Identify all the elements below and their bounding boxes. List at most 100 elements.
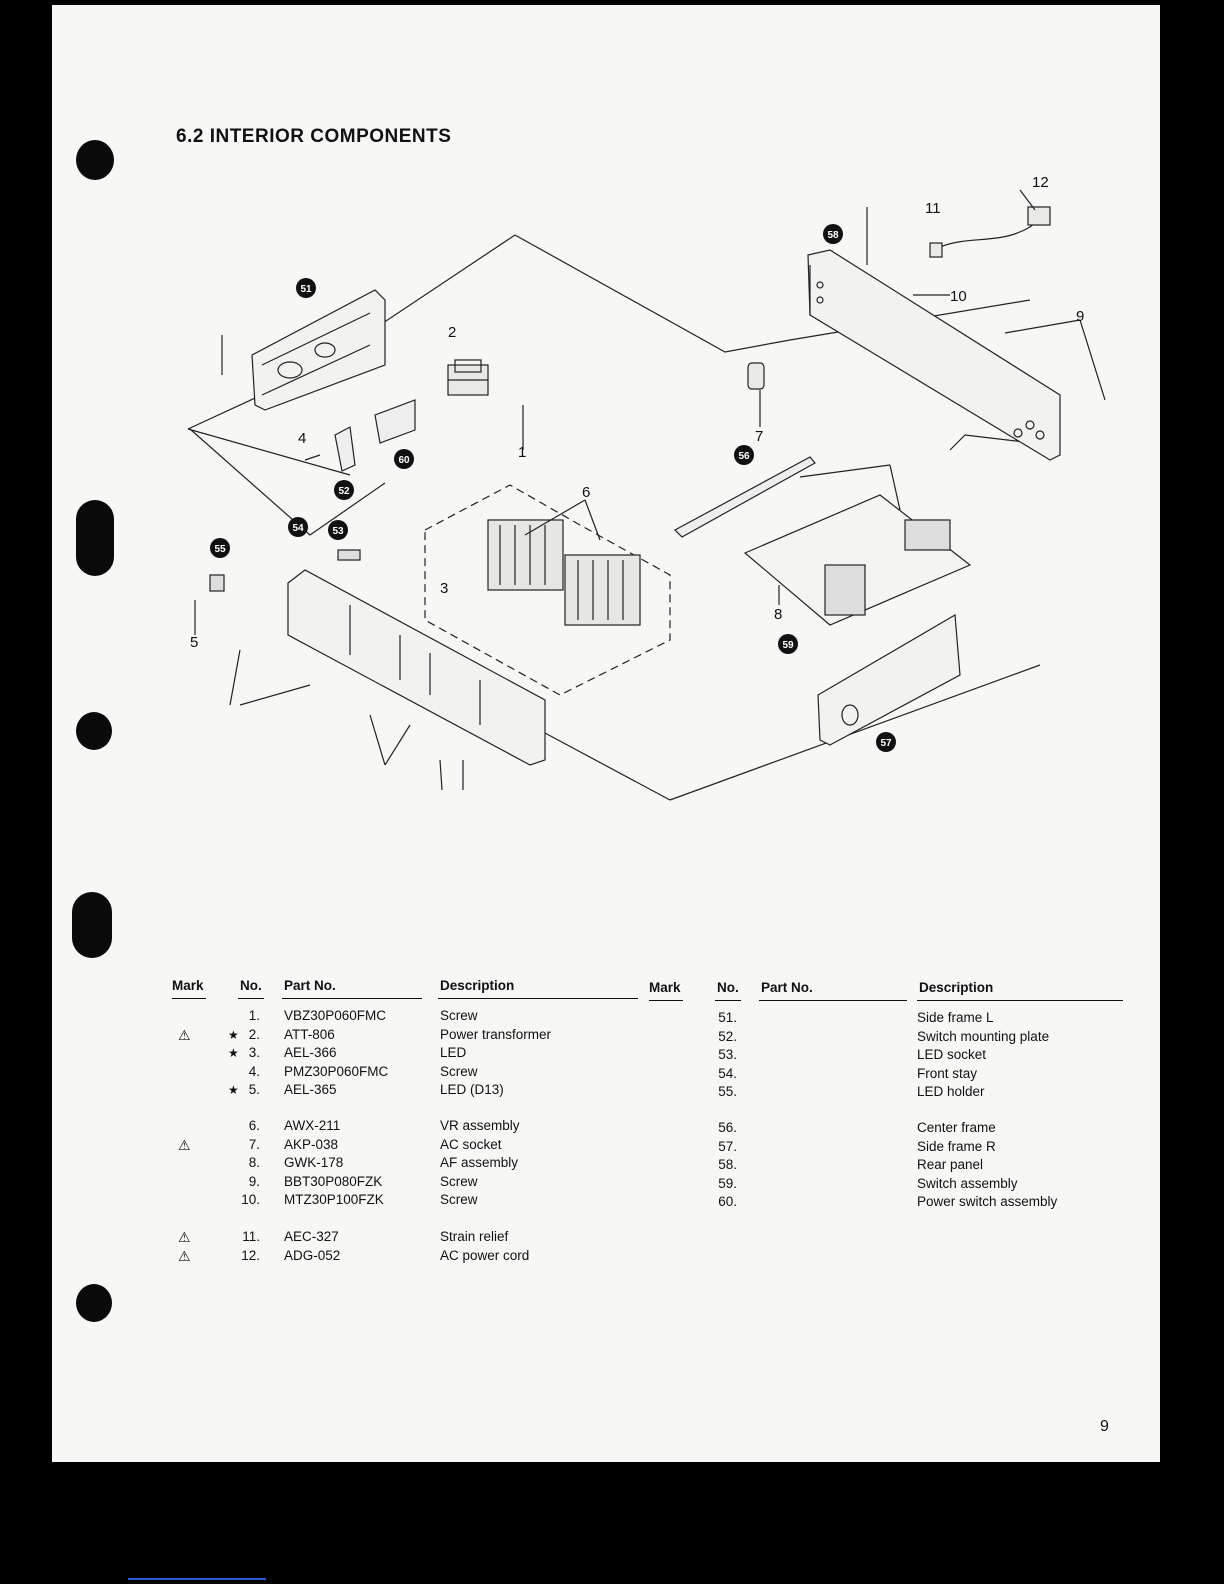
part-number-index: 60. [718,1194,737,1209]
warning-triangle-icon: ⚠ [178,1137,191,1153]
part-description: Rear panel [917,1157,984,1172]
table-row: 4. PMZ30P060FMC Screw [172,1064,632,1082]
part-code: AEC-327 [284,1229,339,1244]
part-number-index: 7. [248,1137,260,1152]
part-description: Center frame [917,1120,996,1135]
callout-7: 7 [755,428,763,445]
part-description: AC power cord [440,1248,530,1263]
chassis-outline [669,664,1041,801]
table-row: 52.Switch mounting plate [649,1029,1124,1047]
header-description: Description [919,980,994,995]
callout-55: 55 [214,544,226,555]
callout-58: 58 [827,230,839,241]
vr-assembly [487,519,564,591]
part-description: LED holder [917,1084,985,1099]
warning-triangle-icon: ⚠ [178,1027,191,1043]
callout-60: 60 [398,455,410,466]
led-holder [209,574,225,592]
part-description: VR assembly [440,1118,520,1133]
part-description: LED (D13) [440,1082,504,1097]
part-number-index: 53. [718,1047,737,1062]
part-number-index: 5. [248,1082,260,1097]
part-code: MTZ30P100FZK [284,1192,384,1207]
header-description: Description [440,978,515,993]
part-code: ATT-806 [284,1027,335,1042]
screw [194,207,1106,791]
part-number-index: 57. [718,1139,737,1154]
punch-hole [76,1284,112,1322]
header-no: No. [717,980,739,995]
callout-51: 51 [300,284,312,295]
exploded-view-diagram: 1 2 3 4 5 6 7 8 9 10 11 12 51 52 53 54 5… [187,174,1106,801]
part-number-index: 8. [248,1155,260,1170]
part-description: AF assembly [440,1155,519,1170]
callout-labels: 1 2 3 4 5 6 7 8 9 10 11 12 [190,174,1084,651]
header-part-no: Part No. [761,980,813,995]
chassis-outline [529,724,671,801]
part-description: LED socket [917,1047,987,1062]
ac-socket [747,362,765,390]
part-description: Screw [440,1192,478,1207]
part-description: Screw [440,1064,478,1079]
part-number-index: 6. [248,1118,260,1133]
warning-triangle-icon: ⚠ [178,1229,191,1245]
part-number-index: 59. [718,1176,737,1191]
table-row: 51.Side frame L [649,1010,1124,1028]
led-socket [337,549,361,561]
table-row: 60.Power switch assembly [649,1194,1124,1212]
part-number-index: 4. [248,1064,260,1079]
part-number-index: 56. [718,1120,737,1135]
callout-9: 9 [1076,308,1084,325]
table-row: 57.Side frame R [649,1139,1124,1157]
header-no: No. [240,978,262,993]
part-code: PMZ30P060FMC [284,1064,389,1079]
part-number-index: 58. [718,1157,737,1172]
side-frame-r [817,614,961,746]
part-number-index: 11. [242,1229,260,1244]
part-number-index: 54. [718,1066,737,1081]
callout-59: 59 [782,640,794,651]
part-number-index: 9. [248,1174,260,1189]
parts-table-right: Mark No. Part No. Description 51.Side fr… [649,980,1124,1220]
warning-triangle-icon: ⚠ [178,1248,191,1264]
punch-hole [76,500,114,576]
parts-table-left: Mark No. Part No. Description 1.VBZ30P06… [172,978,638,1278]
table-row: 56. Center frame [649,1120,1124,1138]
ac-power-cord [939,214,1046,248]
switch-mounting-plate [334,426,356,472]
page-number: 9 [1100,1418,1109,1435]
callout-57: 57 [880,738,892,749]
part-description: LED [440,1045,467,1060]
part-number-index: 55. [718,1084,737,1099]
callout-53: 53 [332,526,344,537]
center-frame [674,456,816,538]
power-switch-assembly [374,399,416,444]
part-number-index: 10. [241,1192,260,1207]
callout-10: 10 [950,288,967,305]
part-number-index: 1. [248,1008,260,1023]
vr-assembly-outline [424,484,671,696]
callout-56: 56 [738,451,750,462]
callout-4: 4 [298,430,306,447]
table-row: 58. Rear panel [649,1157,1124,1175]
part-number-index: 3. [248,1045,260,1060]
callout-8: 8 [774,606,782,623]
front-stay [287,569,546,766]
header-part-no: Part No. [284,978,336,993]
part-description: Screw [440,1174,478,1189]
callout-3: 3 [440,580,448,597]
table-row: 10. MTZ30P100FZK Screw [172,1192,632,1210]
part-number-index: 12. [241,1248,260,1263]
part-description: Screw [440,1008,478,1023]
header-mark: Mark [649,980,681,995]
side-frame-l [251,289,386,411]
table-row: 53. LED socket [649,1047,1124,1065]
punch-hole [72,892,112,958]
part-description: Side frame L [917,1010,994,1025]
rear-panel [807,249,1061,461]
